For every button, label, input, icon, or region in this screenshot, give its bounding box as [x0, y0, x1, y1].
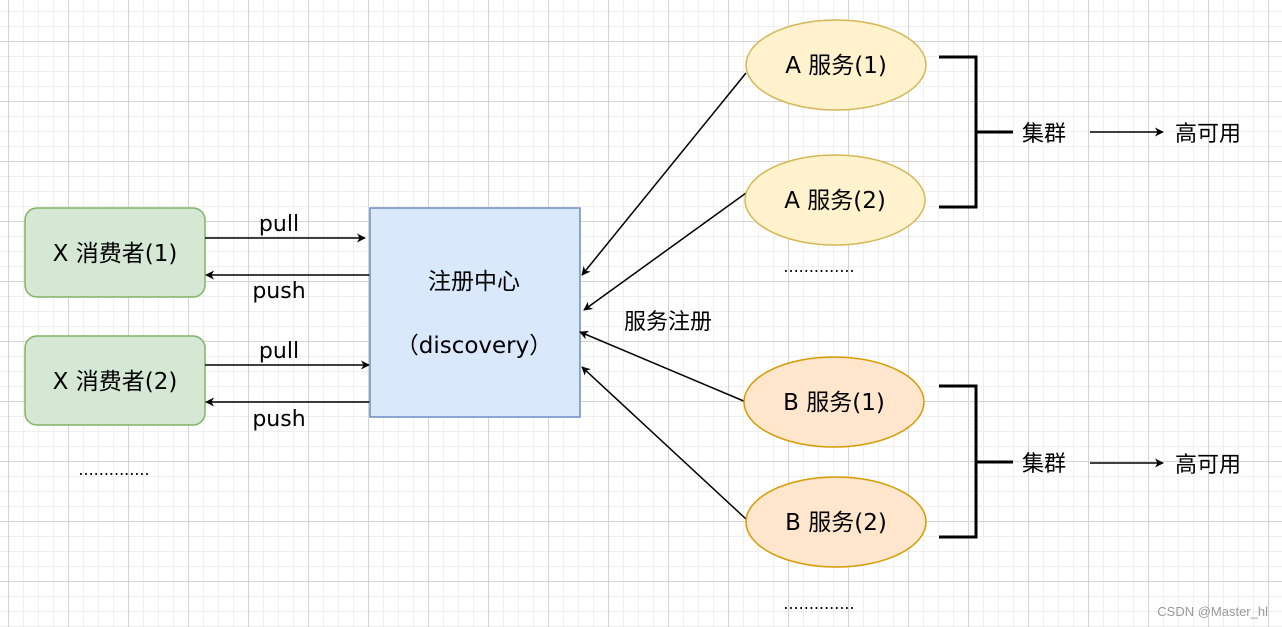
- cluster-bracket-b: [939, 384, 1013, 539]
- cluster-bracket-a: [939, 55, 1013, 209]
- cluster-label-b: 集群: [1022, 452, 1066, 477]
- service-label: B 服务(1): [783, 390, 885, 416]
- service-ellipse: [743, 356, 925, 448]
- service-a-1[interactable]: A 服务(1): [745, 19, 927, 111]
- push-label-2: push: [252, 407, 305, 432]
- register-arrow-b1: [579, 331, 747, 403]
- consumer-node-2[interactable]: X 消费者(2): [24, 335, 206, 426]
- register-arrow-b2: [581, 366, 747, 520]
- service-label: A 服务(2): [784, 188, 886, 214]
- ha-label-b: 高可用: [1175, 453, 1241, 478]
- consumer-label: X 消费者(1): [53, 241, 178, 267]
- pull-label-2: pull: [259, 339, 299, 364]
- register-arrow-a1: [581, 72, 747, 276]
- service-label: A 服务(1): [785, 53, 887, 79]
- consumers-ellipsis: ..............: [78, 460, 149, 479]
- service-b-1[interactable]: B 服务(1): [743, 356, 925, 448]
- consumer-node-1[interactable]: X 消费者(1): [24, 207, 206, 298]
- push-label-1: push: [252, 279, 305, 304]
- service-b-2[interactable]: B 服务(2): [745, 476, 927, 568]
- register-label: 服务注册: [624, 310, 712, 335]
- cluster-label-a: 集群: [1022, 122, 1066, 147]
- registry-node[interactable]: 注册中心 （discovery）: [369, 207, 581, 418]
- registry-title: 注册中心: [428, 269, 520, 295]
- service-ellipse: [745, 476, 927, 568]
- ha-label-a: 高可用: [1175, 122, 1241, 147]
- pull-label-1: pull: [259, 212, 299, 237]
- service-ellipse: [745, 19, 927, 111]
- service-ellipse: [744, 154, 926, 246]
- registry-box: [369, 207, 581, 418]
- b-services-ellipsis: ..............: [783, 594, 854, 613]
- service-a-2[interactable]: A 服务(2): [744, 154, 926, 246]
- consumer-label: X 消费者(2): [53, 369, 178, 395]
- a-services-ellipsis: ..............: [783, 257, 854, 276]
- watermark: CSDN @Master_hl: [1157, 604, 1268, 619]
- consumer-box: [24, 207, 206, 298]
- consumer-box: [24, 335, 206, 426]
- service-label: B 服务(2): [785, 510, 887, 536]
- registry-subtitle: （discovery）: [396, 333, 553, 359]
- register-arrow-a2: [583, 192, 747, 311]
